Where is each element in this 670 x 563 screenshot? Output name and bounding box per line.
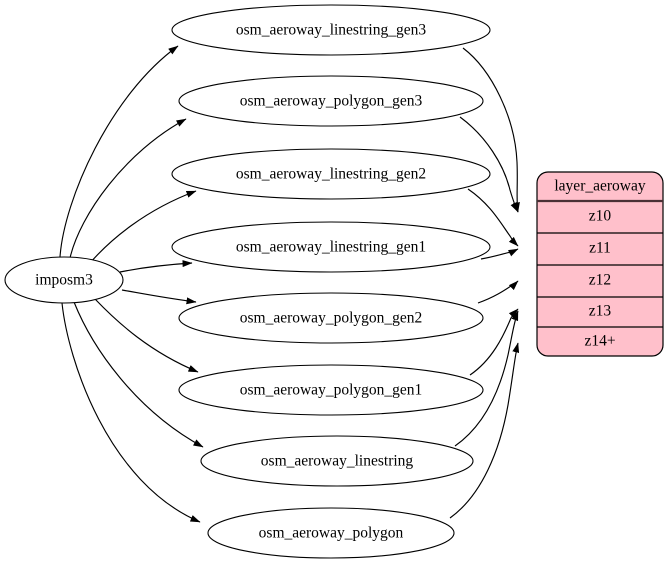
node-osm_aeroway_linestring_gen1-label: osm_aeroway_linestring_gen1	[236, 239, 426, 256]
node-osm_aeroway_linestring[interactable]: osm_aeroway_linestring	[200, 435, 474, 487]
node-osm_aeroway_polygon_gen3[interactable]: osm_aeroway_polygon_gen3	[178, 75, 484, 127]
node-osm_aeroway_polygon_gen1-shape[interactable]	[178, 364, 484, 416]
node-osm_aeroway_linestring_gen1[interactable]: osm_aeroway_linestring_gen1	[171, 221, 491, 273]
node-osm_aeroway_polygon_gen2-shape[interactable]	[178, 292, 484, 344]
edge-linestring-to-z13	[454, 310, 519, 447]
node-osm_aeroway_polygon_gen2-label: osm_aeroway_polygon_gen2	[240, 310, 423, 327]
node-osm_aeroway_linestring-label: osm_aeroway_linestring	[261, 453, 414, 470]
node-osm_aeroway_polygon_gen1[interactable]: osm_aeroway_polygon_gen1	[178, 364, 484, 416]
edge-linestring-gen1-to-z12	[480, 248, 519, 260]
edge-imposm3-to-linestring-gen2	[89, 190, 197, 264]
node-osm_aeroway_polygon_gen1-label: osm_aeroway_polygon_gen1	[240, 382, 423, 399]
node-layer-aeroway-table[interactable]: layer_aeroway z10 z11 z12 z13 z14+	[536, 171, 664, 357]
edge-group-tables-to-layer	[449, 47, 520, 519]
edge-imposm3-to-polygon-gen2	[121, 289, 197, 305]
node-osm_aeroway_linestring_gen2-label: osm_aeroway_linestring_gen2	[236, 166, 426, 183]
edge-imposm3-to-linestring-gen3	[59, 45, 179, 258]
node-osm_aeroway_linestring_gen1-shape[interactable]	[171, 221, 491, 273]
node-osm_aeroway_linestring_gen2[interactable]: osm_aeroway_linestring_gen2	[171, 148, 491, 200]
node-imposm3-label: imposm3	[35, 272, 93, 289]
node-imposm3[interactable]: imposm3	[4, 256, 124, 304]
layer-aeroway-row-z13[interactable]: z13	[589, 303, 612, 320]
node-osm_aeroway_polygon_gen2[interactable]: osm_aeroway_polygon_gen2	[178, 292, 484, 344]
node-imposm3-shape[interactable]	[4, 256, 124, 304]
edge-polygon-gen3-to-z10	[459, 116, 519, 213]
edge-imposm3-to-polygon-gen3	[69, 118, 187, 259]
node-osm_aeroway_linestring_gen2-shape[interactable]	[171, 148, 491, 200]
node-osm_aeroway_polygon_gen3-label: osm_aeroway_polygon_gen3	[240, 93, 423, 110]
edge-linestring-gen3-to-z10	[462, 47, 520, 213]
layer-aeroway-row-z11[interactable]: z11	[589, 240, 611, 257]
edge-group-imposm3-to-tables	[59, 45, 204, 523]
edge-polygon-gen2-to-z12-upper	[477, 280, 519, 304]
layer-aeroway-row-z12[interactable]: z12	[589, 272, 611, 289]
edge-imposm3-to-polygon-gen1	[94, 298, 199, 373]
layer-aeroway-title: layer_aeroway	[554, 178, 645, 195]
node-osm_aeroway_polygon-label: osm_aeroway_polygon	[259, 525, 404, 542]
node-osm_aeroway_polygon-shape[interactable]	[207, 507, 455, 559]
node-osm_aeroway_polygon_gen3-shape[interactable]	[178, 75, 484, 127]
node-osm_aeroway_linestring-shape[interactable]	[200, 435, 474, 487]
node-osm_aeroway_linestring_gen3[interactable]: osm_aeroway_linestring_gen3	[171, 4, 491, 56]
edge-polygon-to-z14plus	[449, 342, 520, 519]
layer-aeroway-background[interactable]	[536, 171, 664, 357]
node-osm_aeroway_polygon[interactable]: osm_aeroway_polygon	[207, 507, 455, 559]
layer-aeroway-row-z10[interactable]: z10	[589, 208, 612, 225]
edge-imposm3-to-linestring-gen1	[119, 260, 193, 273]
node-osm_aeroway_linestring_gen3-label: osm_aeroway_linestring_gen3	[236, 22, 427, 39]
layer-aeroway-row-z14plus[interactable]: z14+	[584, 333, 615, 350]
edge-imposm3-to-polygon	[61, 302, 201, 523]
node-osm_aeroway_linestring_gen3-shape[interactable]	[171, 4, 491, 56]
edge-imposm3-to-linestring	[73, 301, 204, 448]
edge-linestring-gen2-to-z11	[467, 188, 519, 247]
